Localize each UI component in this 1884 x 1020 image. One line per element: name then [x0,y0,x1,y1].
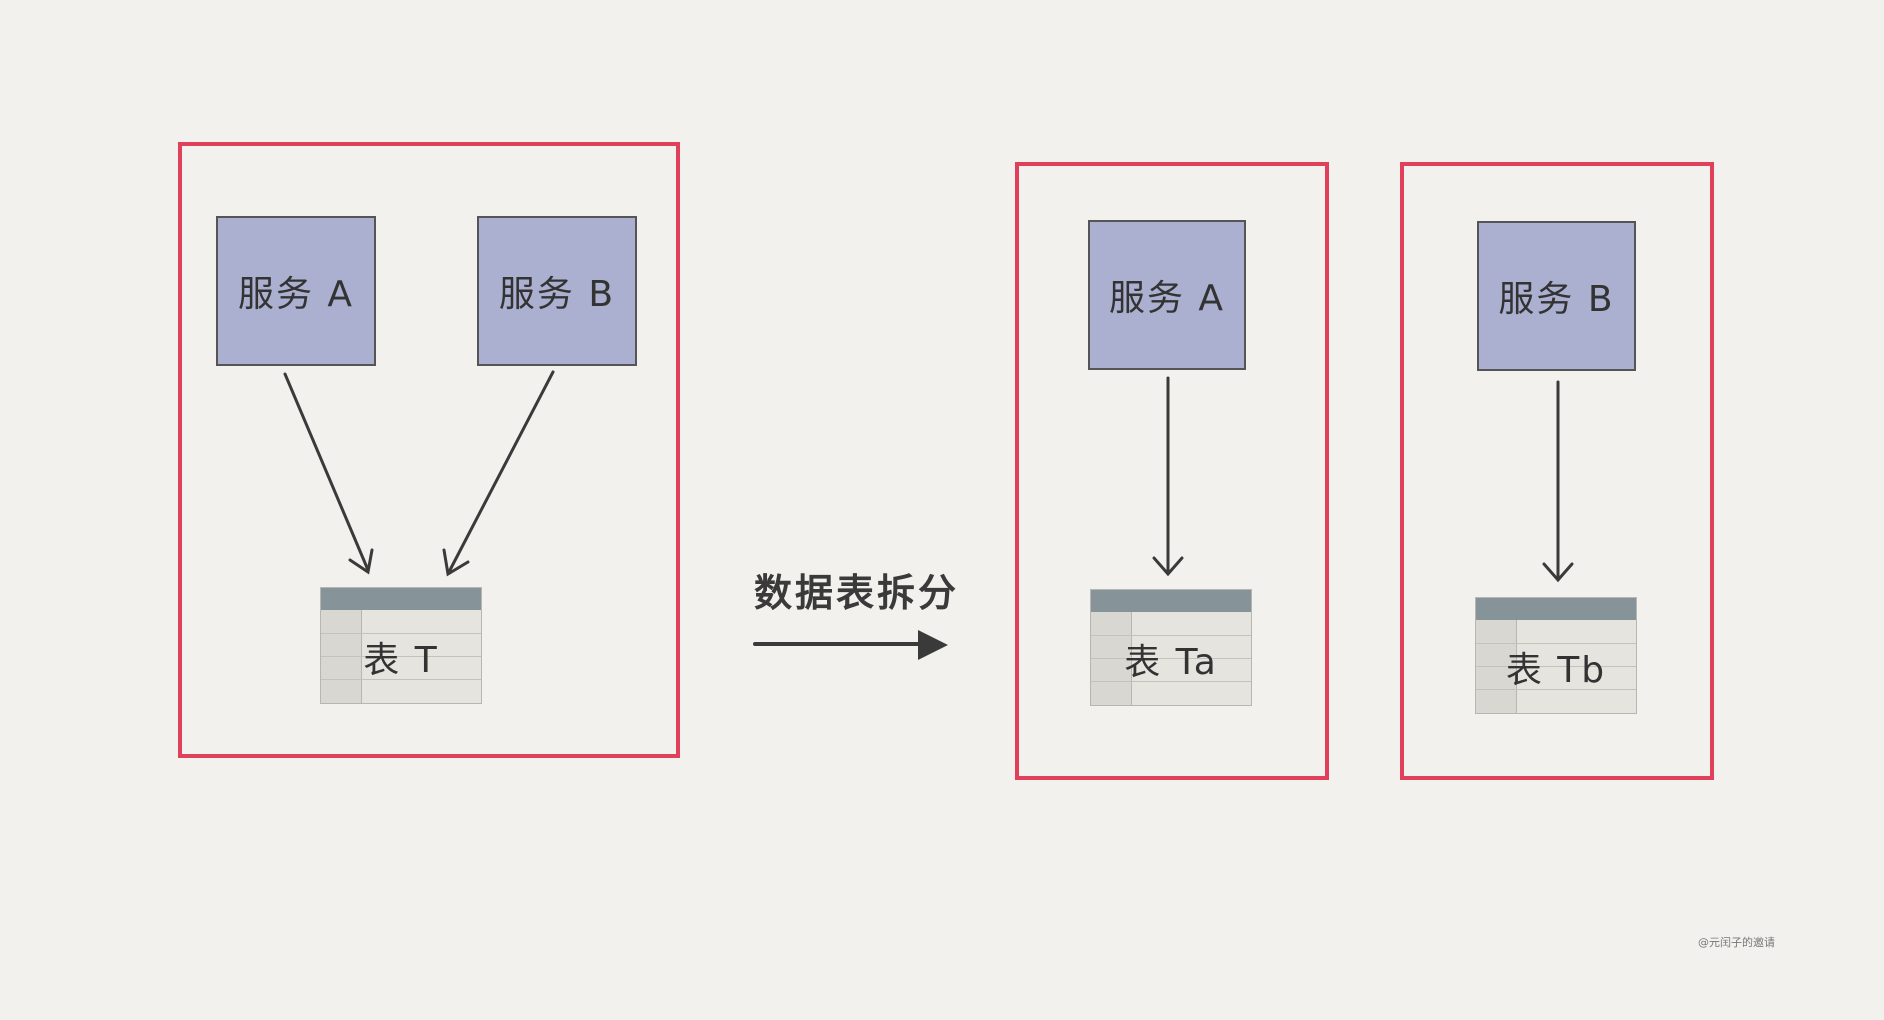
table-t: 表 T [320,587,482,704]
service-a-box-after: 服务 A [1088,220,1246,370]
after-frame-b [1400,162,1714,780]
watermark: @元闰子的邀请 [1698,936,1775,949]
table-ta-label: 表 Ta [1124,641,1218,683]
split-caption: 数据表拆分 [754,571,960,615]
table-row-line [321,679,481,680]
arrow-service-a-to-table-t [283,372,370,572]
split-arrow-head [918,630,948,660]
before-frame [178,142,680,758]
service-a-label: 服务 A [237,274,355,315]
arrow-service-b-to-table-t [448,370,555,572]
table-row-line [1091,635,1251,636]
table-row-line [1476,643,1636,644]
service-b-box: 服务 B [477,216,637,366]
service-b-label-after: 服务 B [1498,279,1615,320]
table-row-line [1091,658,1251,659]
table-row-line [1476,666,1636,667]
service-b-label: 服务 B [498,274,616,315]
table-tb: 表 Tb [1475,597,1637,714]
table-row-line [1476,689,1636,690]
arrowhead [1542,562,1574,583]
table-row-line [1091,681,1251,682]
arrowhead [442,548,470,577]
table-ta: 表 Ta [1090,589,1252,706]
table-header [1091,590,1251,612]
table-t-label: 表 T [363,639,439,681]
arrowhead [348,548,374,575]
arrowhead [1152,556,1184,577]
service-a-label-after: 服务 A [1108,278,1226,319]
table-header [1476,598,1636,620]
table-header [321,588,481,610]
service-a-box: 服务 A [216,216,376,366]
service-b-box-after: 服务 B [1477,221,1636,371]
table-row-line [321,656,481,657]
after-frame-a [1015,162,1329,780]
table-tb-label: 表 Tb [1505,649,1607,691]
table-row-line [321,633,481,634]
